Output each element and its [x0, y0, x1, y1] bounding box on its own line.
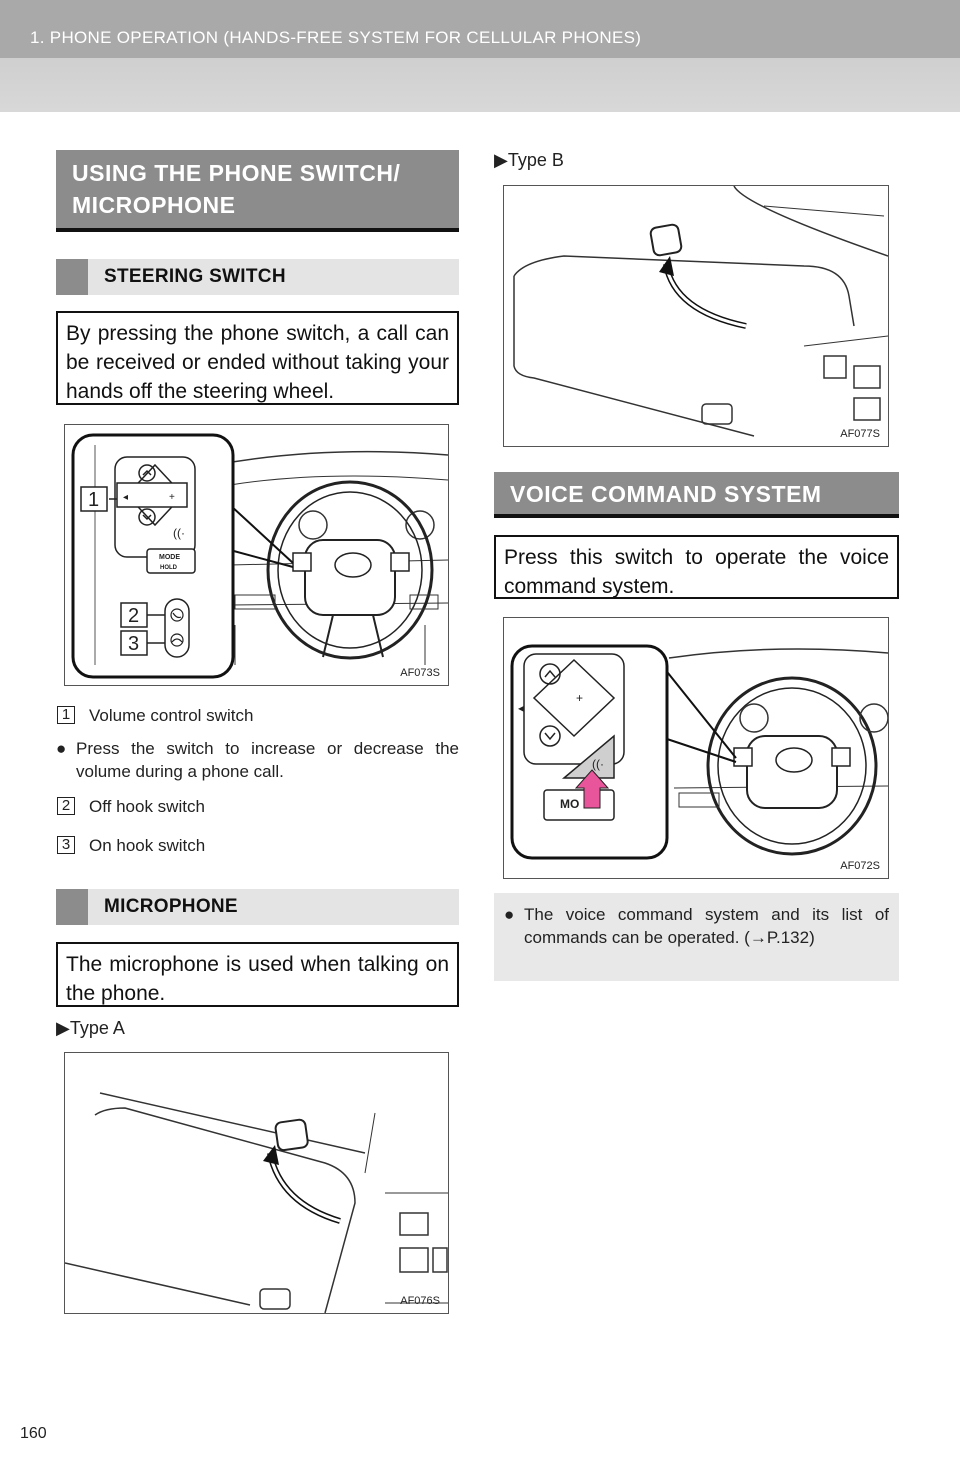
svg-text:+: + [576, 691, 583, 705]
item-volume-control: Volume control switch [89, 706, 254, 725]
figure-code: AF072S [840, 860, 880, 872]
svg-text:◂: ◂ [123, 492, 128, 503]
section-title-phone-switch: USING THE PHONE SWITCH/ MICROPHONE [56, 150, 459, 232]
item-number-1: 1 [57, 706, 75, 724]
heading-tab [56, 889, 88, 925]
figure-code: AF073S [400, 667, 440, 679]
item-on-hook: On hook switch [89, 836, 206, 855]
heading-tab [56, 259, 88, 295]
callout-3: 3 [128, 633, 139, 655]
subheading-microphone: MICROPHONE [56, 889, 459, 925]
figure-microphone-type-b: AF077S [503, 185, 889, 447]
subheading-steering-switch: STEERING SWITCH [56, 259, 459, 295]
figure-voice-switch: ◂ + ((· MO AF072S [503, 617, 889, 879]
bullet-volume-note: ● Press the switch to increase or decrea… [56, 739, 459, 781]
page-number: 160 [20, 1425, 47, 1442]
hold-switch-label: HOLD [160, 565, 178, 571]
item-number-2: 2 [57, 797, 75, 815]
voice-command-note: ● The voice command system and its list … [494, 893, 899, 981]
svg-text:+: + [169, 492, 175, 503]
type-b-label: ▶Type B [494, 150, 564, 170]
subheading-label: MICROPHONE [104, 896, 238, 917]
bullet-dot: ● [504, 905, 515, 924]
header-title: 1. PHONE OPERATION (HANDS-FREE SYSTEM FO… [30, 28, 642, 47]
section-title-voice-command: VOICE COMMAND SYSTEM [494, 472, 899, 518]
figure-microphone-type-a: AF076S [64, 1052, 449, 1314]
subheading-label: STEERING SWITCH [104, 266, 286, 287]
figure-steering-switch: ◂ + ((· MODE HOLD 1 2 3 AF073S [64, 424, 449, 686]
item-off-hook: Off hook switch [89, 797, 205, 816]
mode-switch-label: MODE [159, 554, 180, 561]
svg-text:◂: ◂ [518, 701, 524, 715]
callout-1: 1 [88, 489, 99, 511]
figure-code: AF077S [840, 428, 880, 440]
type-a-label: ▶Type A [56, 1018, 125, 1038]
triangle-right-icon: ▶ [56, 1018, 70, 1038]
figure-code: AF076S [400, 1295, 440, 1307]
header-bar: 1. PHONE OPERATION (HANDS-FREE SYSTEM FO… [0, 0, 960, 112]
bullet-dot: ● [56, 739, 67, 758]
voice-intro-box: Press this switch to operate the voice c… [494, 535, 899, 599]
item-number-3: 3 [57, 836, 75, 854]
mode-switch-label: MO [560, 797, 579, 811]
triangle-right-icon: ▶ [494, 150, 508, 170]
steering-intro-box: By pressing the phone switch, a call can… [56, 311, 459, 405]
callout-2: 2 [128, 605, 139, 627]
svg-text:((·: ((· [592, 757, 604, 771]
svg-text:((·: ((· [173, 526, 185, 540]
microphone-intro-box: The microphone is used when talking on t… [56, 942, 459, 1007]
